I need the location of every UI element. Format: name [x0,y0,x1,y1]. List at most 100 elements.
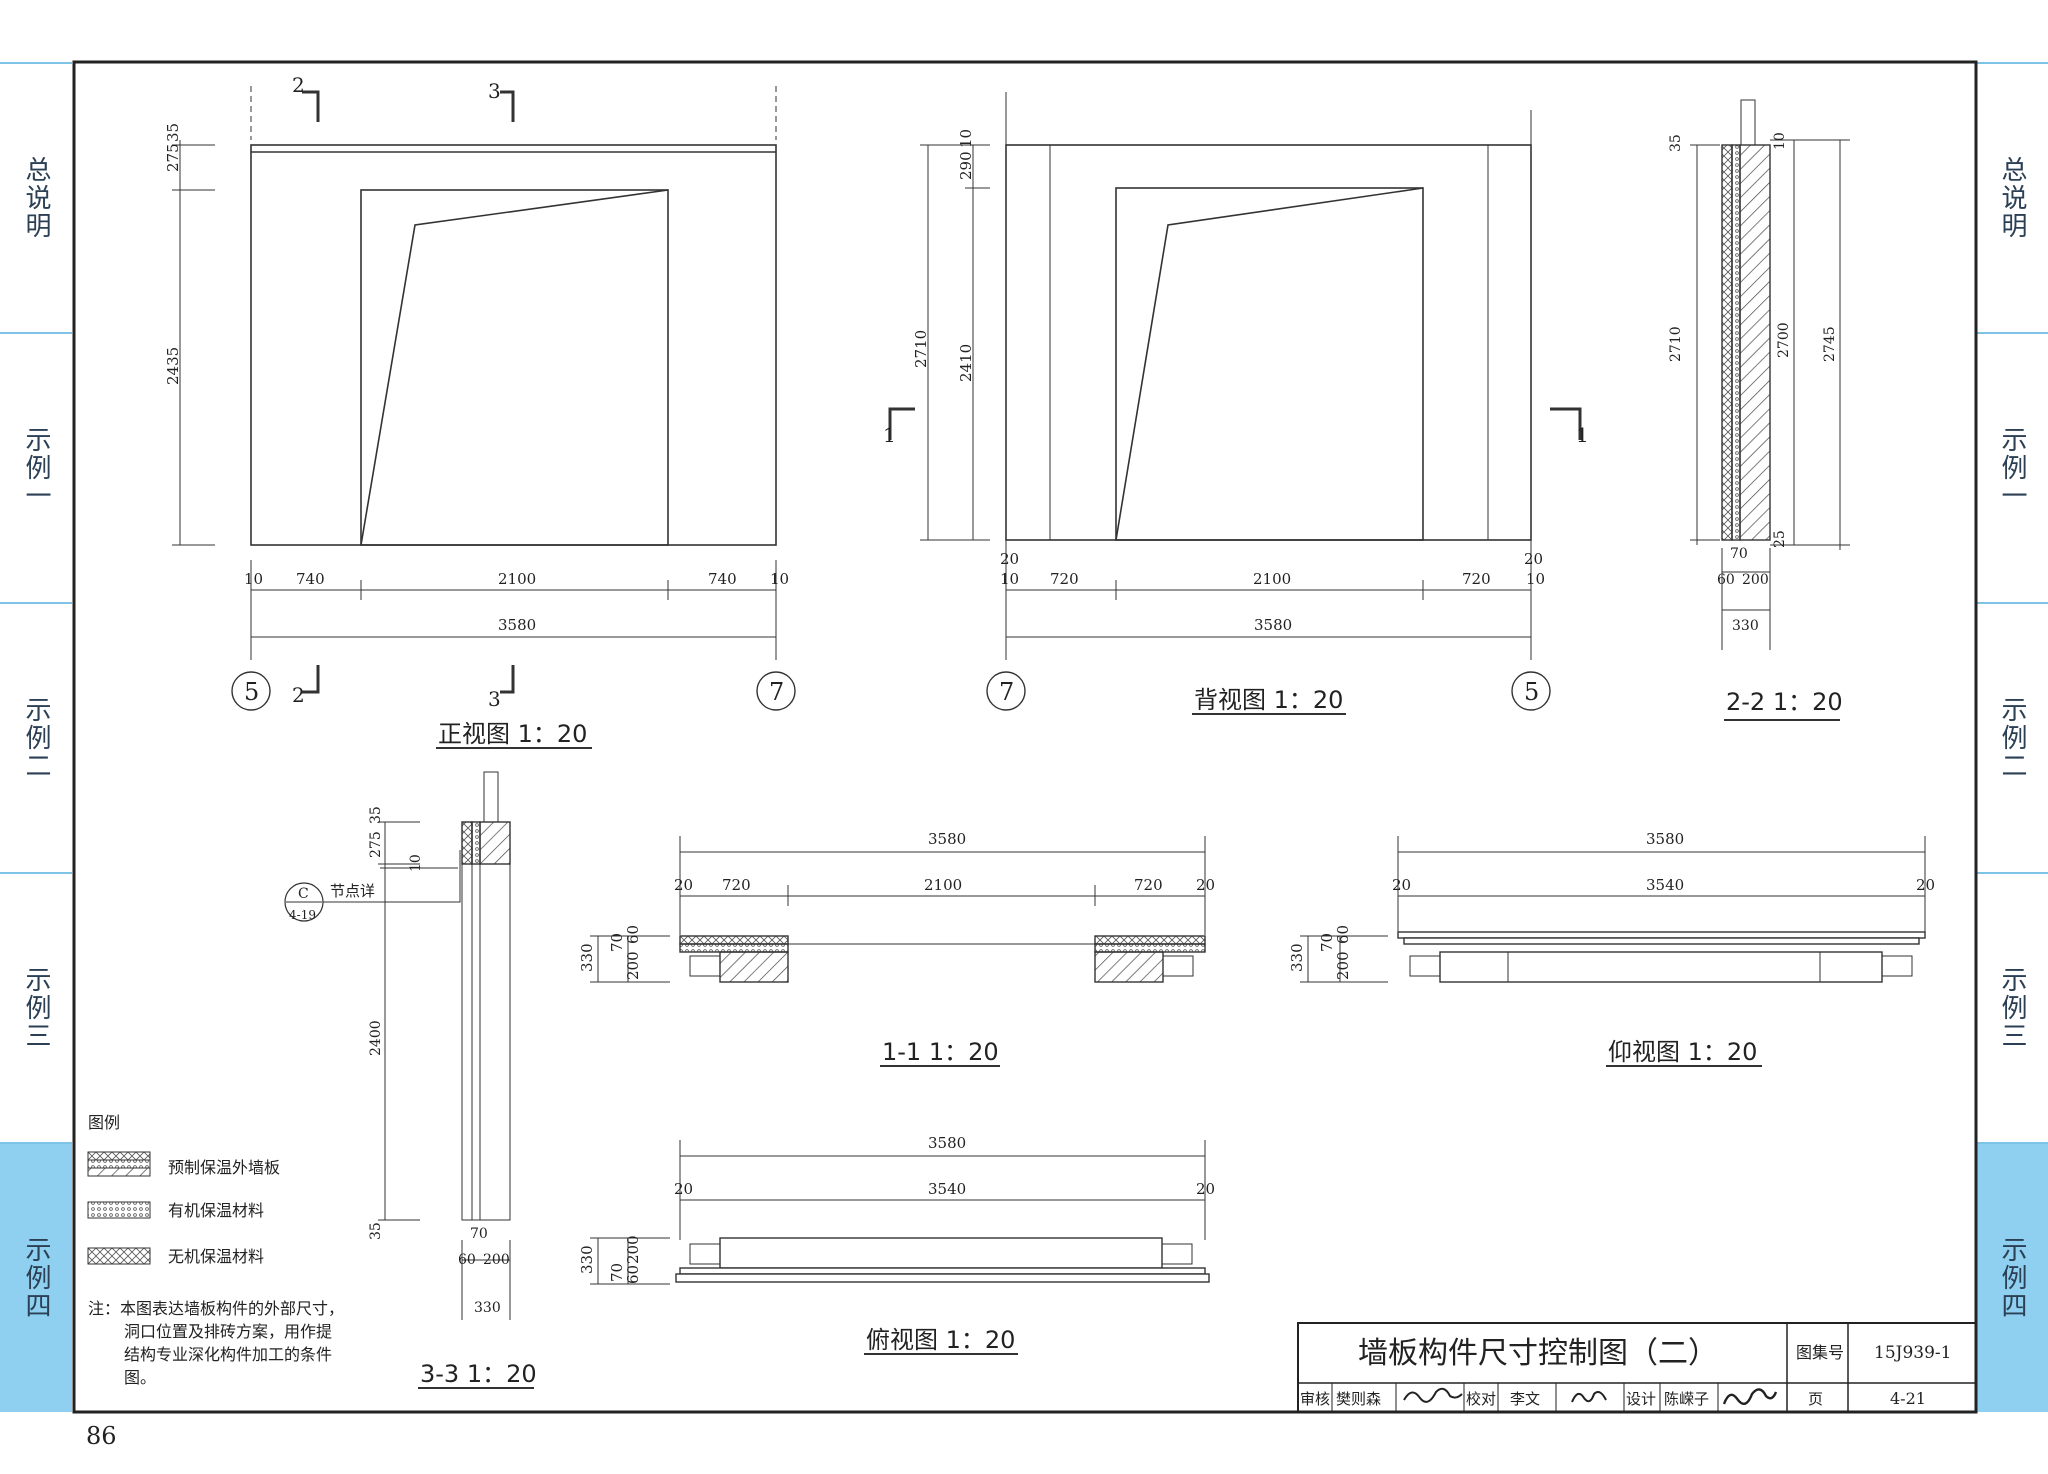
s33-total-330: 330 [474,1300,501,1316]
section-label-3-bottom: 3 [488,687,501,711]
legend-item-organic-insulation: 有机保温材料 [168,1201,264,1220]
tv-total-3580: 3580 [928,1134,966,1152]
tab-example-4[interactable]: 示例四 [0,1142,72,1412]
back-door-swing [1115,187,1424,541]
tab-general-notes[interactable]: 总说明 [0,62,72,332]
s33-vdim-10: 10 [408,854,424,872]
tv-hdim-3540: 3540 [928,1180,966,1198]
bv-vdim-200: 200 [1334,951,1352,980]
tab-example-2-right[interactable]: 示例二 [1976,602,2048,872]
front-view-title: 正视图 1：20 [438,720,587,748]
front-total-3580: 3580 [498,616,536,634]
section-3-3-title: 3-3 1：20 [420,1360,537,1388]
tab-example-1-right[interactable]: 示例一 [1976,332,2048,602]
s11-vdim-60: 60 [624,925,642,944]
s22-vdim-25: 25 [1772,530,1788,548]
note-line-1: 注：本图表达墙板构件的外部尺寸， [88,1299,344,1318]
sheet-border [72,60,1978,1414]
section-mark-3-top [500,90,515,122]
s22-hdim-70: 70 [1730,546,1748,562]
note-line-2: 洞口位置及排砖方案，用作提 [124,1322,332,1341]
review-label: 审核 [1300,1390,1330,1408]
tab-example-2[interactable]: 示例二 [0,602,72,872]
title-block [1297,1322,1977,1413]
front-door-swing [360,189,669,546]
s11-hdim-720-left: 720 [722,876,751,894]
detail-ref-4-19: 4-19 [289,908,316,922]
axis-bubble-7-back [986,671,1026,711]
tv-vdim-200: 200 [624,1235,642,1264]
back-hdim-10-left: 10 [1000,570,1019,588]
s33-vdim-2400: 2400 [368,1020,384,1056]
s22-vdim-2710: 2710 [1668,326,1684,362]
front-hdim-740-left: 740 [296,570,325,588]
note: 注：本图表达墙板构件的外部尺寸， 洞口位置及排砖方案，用作提 结构专业深化构件加… [88,1299,344,1387]
s33-hdim-70: 70 [470,1226,488,1242]
tv-vdim-330: 330 [578,1245,596,1274]
tab-example-3-right[interactable]: 示例三 [1976,872,2048,1142]
front-door-opening [360,189,669,546]
bottom-view [1300,836,1926,1067]
front-vdim-275: 275 [164,143,182,172]
s11-vdim-200: 200 [624,951,642,980]
bv-hdim-3540: 3540 [1646,876,1684,894]
s33-vdim-35: 35 [368,806,384,824]
checker-name: 李文 [1510,1390,1540,1408]
s22-hdim-60: 60 [1717,572,1735,588]
tab-general-notes-right[interactable]: 总说明 [1976,62,2048,332]
axis-label-7: 7 [769,678,784,706]
tab-example-3[interactable]: 示例三 [0,872,72,1142]
legend: 图例 预制保温外墙板 有机保温材料 无机保温材料 [87,1113,280,1266]
front-hdim-10-right: 10 [770,570,789,588]
tv-vdim-70: 70 [608,1263,626,1282]
front-panel-outline [250,144,777,546]
page-code: 4-21 [1890,1389,1926,1408]
section-2-2 [1690,99,1850,721]
back-view-title: 背视图 1：20 [1194,686,1343,714]
section-label-2-bottom: 2 [292,683,305,707]
back-total-3580: 3580 [1254,616,1292,634]
design-label: 设计 [1626,1390,1656,1408]
check-label: 校对 [1466,1390,1496,1408]
s11-vdim-330: 330 [578,943,596,972]
atlas-number: 15J939-1 [1874,1343,1951,1363]
section-3-3 [284,771,534,1389]
s11-total-3580: 3580 [928,830,966,848]
tv-vdim-60: 60 [624,1265,642,1284]
top-view [590,1140,1210,1355]
section-label-1-left: 1 [883,423,896,447]
designer-name: 陈嵘子 [1664,1390,1709,1408]
legend-heading: 图例 [88,1113,120,1132]
reviewer-name: 樊则森 [1336,1390,1381,1408]
s22-hdim-200: 200 [1742,572,1769,588]
checker-signature [1571,1391,1607,1403]
detail-label: 节点详 [330,882,375,900]
section-mark-2-top [302,90,320,122]
reviewer-signature [1403,1387,1463,1403]
back-hdim-10-right: 10 [1526,570,1545,588]
front-vdim-35: 35 [164,123,182,142]
s22-vdim-10: 10 [1772,132,1788,150]
s22-vdim-2745: 2745 [1822,326,1838,362]
legend-item-inorganic-insulation: 无机保温材料 [168,1247,264,1266]
section-mark-1-right [1550,407,1582,440]
section-label-2-top: 2 [292,73,305,97]
axis-label-7-back: 7 [999,678,1014,706]
front-view [172,86,796,749]
section-1-1-title: 1-1 1：20 [882,1038,999,1066]
bottom-view-title: 仰视图 1：20 [1608,1038,1757,1066]
tab-example-4-right[interactable]: 示例四 [1976,1142,2048,1412]
back-hdim-720-right: 720 [1462,570,1491,588]
detail-ref-c: C [298,886,309,902]
title-block-title: 墙板构件尺寸控制图（二） [1358,1336,1718,1371]
s22-vdim-35: 35 [1668,134,1684,152]
s22-vdim-2700: 2700 [1776,322,1792,358]
section-label-1-right: 1 [1576,423,1589,447]
s33-vdim-275: 275 [368,831,384,858]
s33-vdim-35-bottom: 35 [368,1222,384,1240]
tab-example-1[interactable]: 示例一 [0,332,72,602]
back-vdim-290: 290 [957,151,975,180]
s33-hdim-200: 200 [483,1252,510,1268]
axis-label-5: 5 [244,678,259,706]
